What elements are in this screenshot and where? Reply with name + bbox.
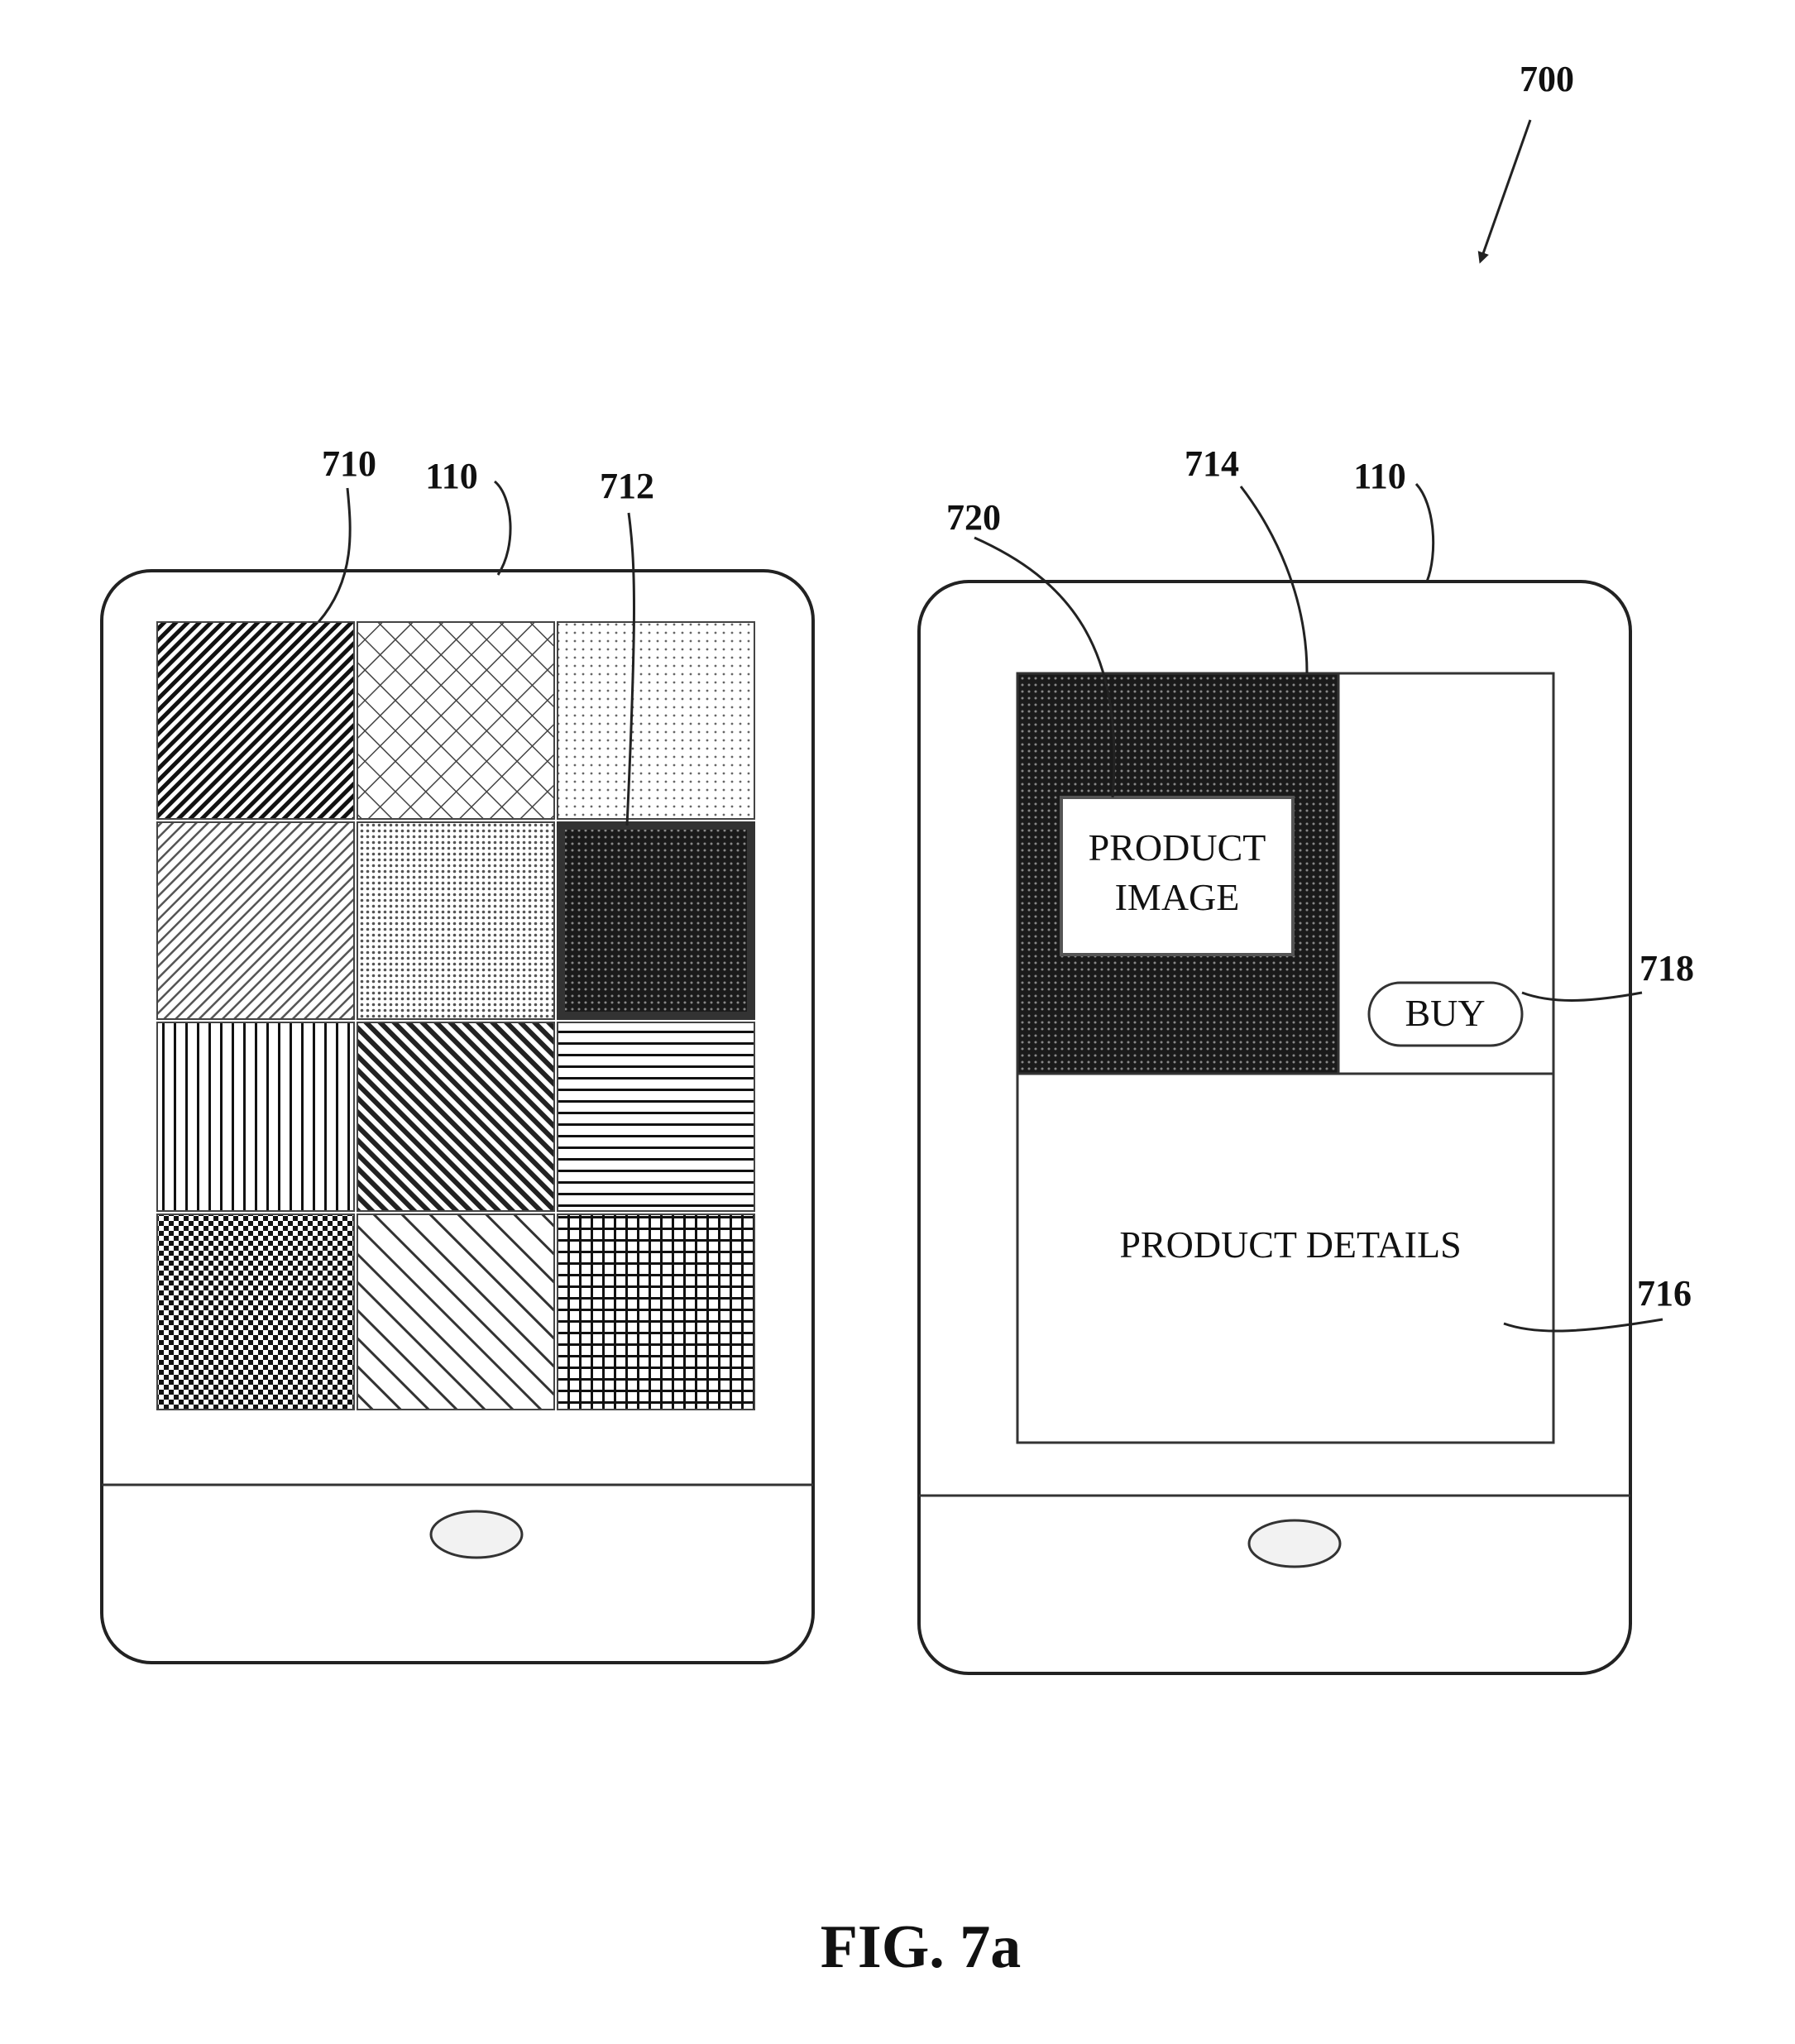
product-tile[interactable] bbox=[357, 1214, 554, 1410]
ref-110-right: 110 bbox=[1353, 456, 1406, 496]
product-tile[interactable] bbox=[558, 622, 754, 819]
product-tile[interactable] bbox=[157, 622, 354, 819]
product-tile[interactable] bbox=[357, 1022, 554, 1211]
figure-caption: FIG. 7a bbox=[821, 1913, 1022, 1981]
ref-714: 714 bbox=[1185, 443, 1239, 484]
product-tile[interactable] bbox=[357, 822, 554, 1019]
ref-110-left-leader bbox=[495, 481, 510, 575]
product-tile[interactable] bbox=[157, 822, 354, 1019]
left-home-button[interactable] bbox=[431, 1511, 522, 1558]
ref-710: 710 bbox=[322, 443, 376, 484]
right-home-button[interactable] bbox=[1249, 1520, 1340, 1567]
ref-712: 712 bbox=[600, 466, 654, 506]
left-tablet: 710 110 712 bbox=[102, 443, 813, 1663]
product-tile[interactable] bbox=[157, 1022, 354, 1211]
right-tablet: PRODUCT IMAGE BUY PRODUCT DETAILS 714 11… bbox=[919, 443, 1694, 1673]
ref-716: 716 bbox=[1637, 1273, 1692, 1314]
product-details-label: PRODUCT DETAILS bbox=[1119, 1223, 1461, 1266]
ref-720: 720 bbox=[946, 497, 1001, 538]
product-image-label-line2: IMAGE bbox=[1115, 876, 1240, 918]
ref-700-arrow bbox=[1481, 120, 1530, 261]
product-tile[interactable] bbox=[558, 1214, 754, 1410]
ref-110-right-leader bbox=[1416, 484, 1434, 582]
buy-button-label: BUY bbox=[1405, 992, 1485, 1034]
product-image-label-line1: PRODUCT bbox=[1089, 826, 1266, 869]
ref-718: 718 bbox=[1639, 948, 1694, 988]
ref-700: 700 bbox=[1520, 59, 1574, 99]
product-tile-grid bbox=[157, 622, 754, 1410]
product-tile-selected[interactable] bbox=[561, 826, 751, 1016]
product-tile[interactable] bbox=[157, 1214, 354, 1410]
product-tile[interactable] bbox=[558, 1022, 754, 1211]
ref-110-left: 110 bbox=[425, 456, 478, 496]
product-tile[interactable] bbox=[357, 622, 554, 819]
